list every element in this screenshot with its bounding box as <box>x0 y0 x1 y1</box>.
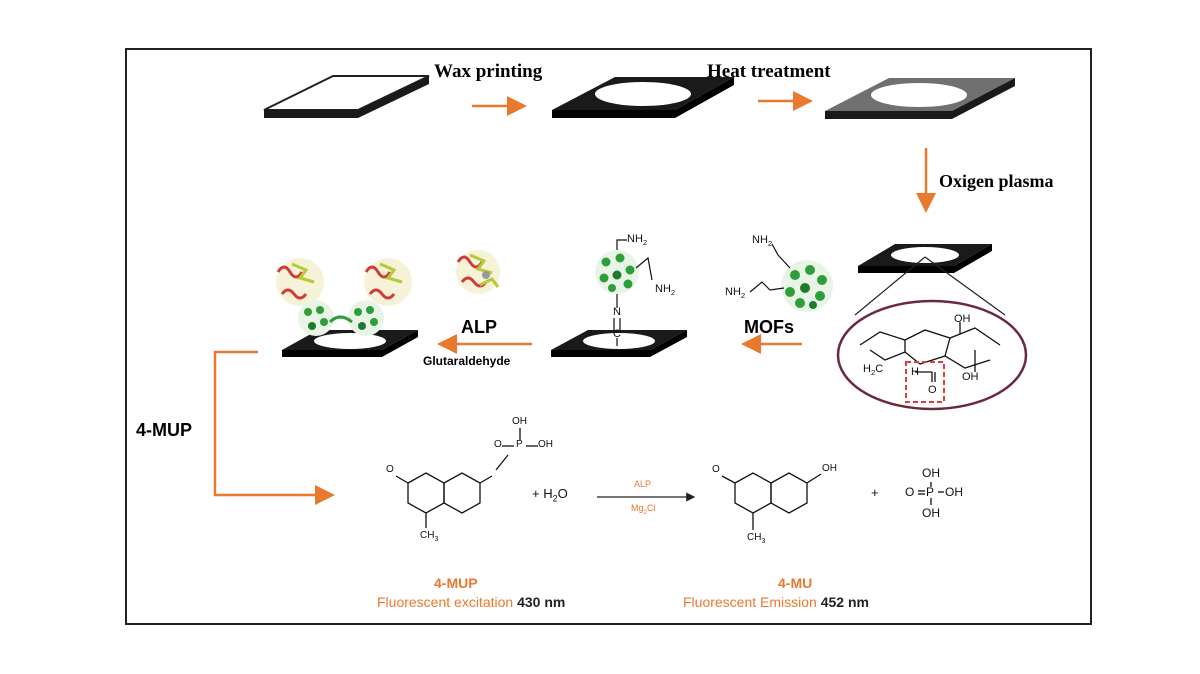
label-mofs: MOFs <box>744 317 795 337</box>
plus-h2o-label: + H2O <box>532 486 568 504</box>
h-label: H <box>911 366 919 378</box>
oh-label: OH <box>922 506 940 520</box>
mof-particle-bound <box>595 239 653 346</box>
p-label: P <box>516 439 523 450</box>
product-desc: Fluorescent Emission <box>683 594 817 610</box>
label-heat-treatment: Heat treatment <box>707 61 831 82</box>
product-name: 4-MU <box>778 575 813 591</box>
o-label: O <box>905 485 915 499</box>
label-alp: ALP <box>461 317 497 337</box>
label-wax-printing: Wax printing <box>434 61 543 82</box>
reactant-desc: Fluorescent excitation <box>377 594 514 610</box>
label-4-mup-step: 4-MUP <box>136 420 193 440</box>
n-label: N <box>613 306 621 318</box>
reactant-caption: Fluorescent excitation 430 nm <box>377 594 565 610</box>
oh-label: OH <box>945 485 963 499</box>
reactant-name: 4-MUP <box>434 575 478 591</box>
label-glutaraldehyde: Glutaraldehyde <box>423 354 511 368</box>
cellulose-zoom <box>836 256 1028 411</box>
h2c-label: H2C <box>863 363 884 378</box>
product-value: 452 nm <box>820 594 869 610</box>
o-label: O <box>712 464 720 475</box>
ch3-label: CH3 <box>420 530 439 543</box>
c-label: C <box>613 328 621 340</box>
alp-catalyst-label: ALP <box>634 479 652 489</box>
arrow-mup <box>213 350 335 505</box>
nh2-label: NH2 <box>752 234 773 249</box>
o-label: O <box>386 464 394 475</box>
paper-sheet-wax-printed <box>552 77 734 118</box>
alp-assembly <box>276 258 412 336</box>
aldehyde-highlight <box>905 361 945 403</box>
mu-molecule <box>721 472 822 530</box>
oh-label: OH <box>954 313 971 325</box>
nh2-label: NH2 <box>725 286 746 301</box>
o-label: O <box>928 384 937 396</box>
oh-label: OH <box>962 371 979 383</box>
oh-label: OH <box>538 439 553 450</box>
product-caption: Fluorescent Emission 452 nm <box>683 594 869 610</box>
mup-molecule <box>395 428 538 528</box>
phosphate-molecule <box>918 482 944 505</box>
reactant-value: 430 nm <box>517 594 566 610</box>
oh-label: OH <box>922 466 940 480</box>
ch3-label: CH3 <box>747 532 766 545</box>
plus-label: + <box>871 485 879 500</box>
paper-sheet-blank <box>263 75 430 118</box>
paper-sheet-mof <box>551 330 687 357</box>
oh-label: OH <box>822 463 837 474</box>
nh2-label: NH2 <box>627 233 648 248</box>
paper-sheet-plasma <box>858 244 992 273</box>
p-label: P <box>926 485 935 499</box>
oh-label: OH <box>512 416 527 427</box>
label-oxigen-plasma: Oxigen plasma <box>939 171 1054 191</box>
alp-protein-free <box>456 250 500 294</box>
nh2-label: NH2 <box>655 283 676 298</box>
o-label: O <box>494 439 502 450</box>
paper-sheet-heat-treated <box>825 78 1015 119</box>
mof-particle-free <box>749 243 833 312</box>
mg-catalyst-label: Mg2Cl <box>631 503 656 516</box>
